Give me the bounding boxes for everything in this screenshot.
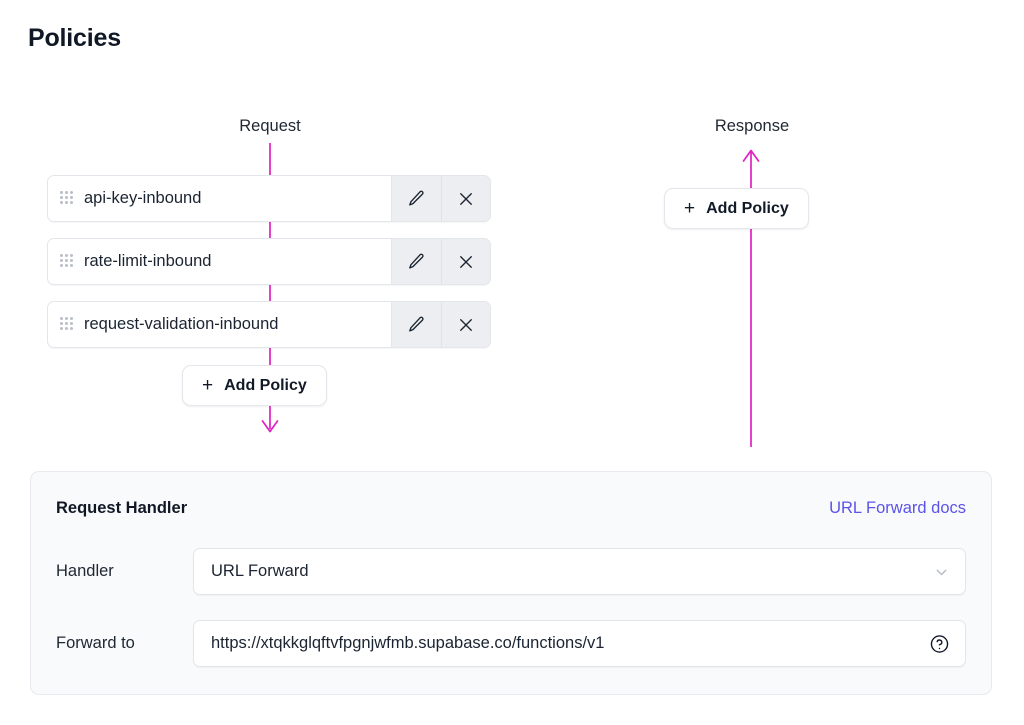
edit-policy-button[interactable] bbox=[392, 176, 441, 221]
forward-to-field-label: Forward to bbox=[56, 634, 135, 652]
policy-row-main[interactable]: api-key-inbound bbox=[48, 176, 392, 221]
request-column-label: Request bbox=[239, 117, 301, 135]
policy-row[interactable]: api-key-inbound bbox=[47, 175, 491, 222]
pencil-icon bbox=[407, 189, 426, 208]
policy-row-main[interactable]: rate-limit-inbound bbox=[48, 239, 392, 284]
url-forward-docs-link[interactable]: URL Forward docs bbox=[829, 499, 966, 517]
flow-connector-lines bbox=[261, 143, 760, 447]
forward-to-input-wrapper[interactable]: https://xtqkkglqftvfpgnjwfmb.supabase.co… bbox=[193, 620, 966, 667]
remove-policy-button[interactable] bbox=[441, 239, 490, 284]
policy-row[interactable]: request-validation-inbound bbox=[47, 301, 491, 348]
drag-handle-icon[interactable] bbox=[60, 253, 74, 270]
handler-field-row: Handler URL Forward bbox=[56, 548, 966, 595]
policy-name: request-validation-inbound bbox=[84, 315, 279, 333]
policy-name: rate-limit-inbound bbox=[84, 252, 212, 270]
drag-handle-icon[interactable] bbox=[60, 190, 74, 207]
close-icon bbox=[457, 190, 475, 208]
page-title: Policies bbox=[28, 24, 121, 52]
add-policy-response-button[interactable]: + Add Policy bbox=[664, 188, 809, 229]
response-flow-arrowhead bbox=[742, 149, 760, 162]
handler-field-label: Handler bbox=[56, 562, 114, 580]
request-handler-panel: Request Handler URL Forward docs Handler… bbox=[30, 471, 992, 695]
forward-to-input-value[interactable]: https://xtqkkglqftvfpgnjwfmb.supabase.co… bbox=[211, 634, 605, 652]
handler-select[interactable]: URL Forward bbox=[193, 548, 966, 595]
request-flow-arrowhead bbox=[261, 420, 279, 433]
add-policy-response-label: Add Policy bbox=[706, 199, 789, 217]
drag-handle-icon[interactable] bbox=[60, 316, 74, 333]
pencil-icon bbox=[407, 252, 426, 271]
edit-policy-button[interactable] bbox=[392, 302, 441, 347]
pencil-icon bbox=[407, 315, 426, 334]
policy-row[interactable]: rate-limit-inbound bbox=[47, 238, 491, 285]
request-handler-title: Request Handler bbox=[56, 499, 188, 517]
policy-name: api-key-inbound bbox=[84, 189, 202, 207]
remove-policy-button[interactable] bbox=[441, 302, 490, 347]
edit-policy-button[interactable] bbox=[392, 239, 441, 284]
policy-flow-diagram: Request Response api-key-inbound bbox=[47, 117, 809, 447]
help-circle-icon[interactable] bbox=[929, 633, 950, 654]
chevron-down-icon[interactable] bbox=[933, 563, 950, 580]
close-icon bbox=[457, 316, 475, 334]
remove-policy-button[interactable] bbox=[441, 176, 490, 221]
add-policy-request-label: Add Policy bbox=[224, 376, 307, 394]
plus-icon: + bbox=[684, 198, 696, 219]
plus-icon: + bbox=[202, 375, 214, 396]
response-column-label: Response bbox=[714, 117, 790, 135]
forward-to-field-row: Forward to https://xtqkkglqftvfpgnjwfmb.… bbox=[56, 620, 966, 667]
add-policy-request-button[interactable]: + Add Policy bbox=[182, 365, 327, 406]
request-handler-header: Request Handler URL Forward docs bbox=[56, 499, 966, 518]
close-icon bbox=[457, 253, 475, 271]
policy-row-main[interactable]: request-validation-inbound bbox=[48, 302, 392, 347]
handler-select-value: URL Forward bbox=[211, 562, 309, 580]
